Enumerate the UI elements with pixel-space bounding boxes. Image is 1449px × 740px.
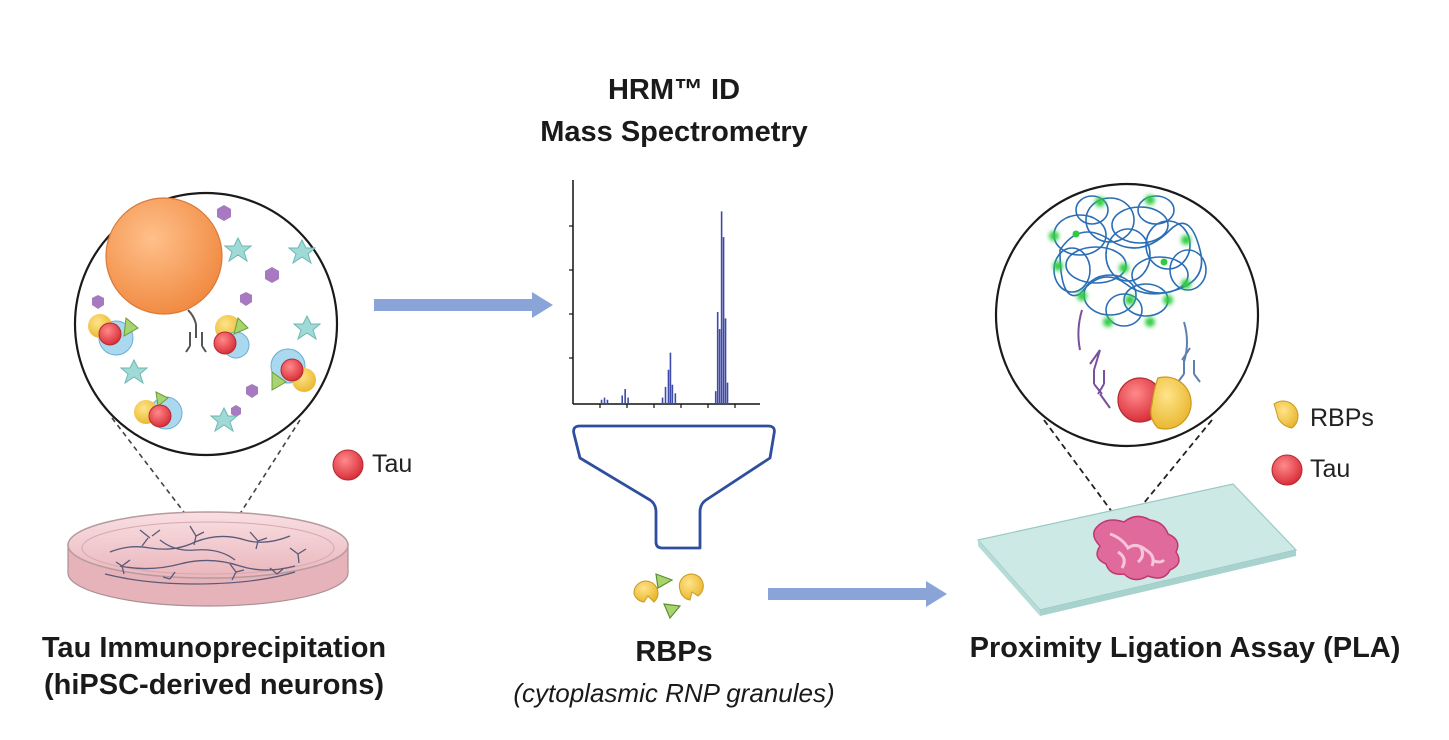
- rbps-subtitle: RBPs: [635, 636, 713, 668]
- hexagon-markers: [92, 205, 279, 417]
- zoom-line-left-right-panel: [1043, 419, 1119, 521]
- zoom-line-right: [235, 419, 301, 521]
- middle-title-line1: HRM™ ID: [607, 74, 741, 106]
- left-panel: [67, 191, 364, 607]
- arrow-1: [374, 292, 553, 318]
- middle-title-line2: Mass Spectrometry: [540, 116, 808, 148]
- middle-panel: [569, 180, 776, 620]
- bead-icon: [105, 197, 223, 315]
- spectrum-ticks: [569, 225, 736, 408]
- fluorescence-dots: [1049, 195, 1191, 327]
- neuron-icon: [104, 525, 307, 585]
- mass-spectrum-icon: [569, 180, 760, 408]
- spectrum-peaks: [600, 211, 729, 404]
- left-title-line1: Tau Immunoprecipitation: [41, 632, 387, 664]
- magnified-circle: [73, 191, 339, 457]
- right-panel: [976, 182, 1303, 616]
- rbps-legend-icon: [1273, 400, 1299, 429]
- petri-dish-icon: [67, 511, 349, 607]
- rbp-complex-icon: [1150, 376, 1192, 430]
- left-title-line2: (hiPSC-derived neurons): [44, 669, 384, 701]
- star-markers: [119, 236, 322, 433]
- rbp-cluster-icon: [633, 573, 704, 620]
- zoom-line-left: [111, 417, 191, 521]
- tau-rbp-complex-3: [270, 348, 316, 392]
- tau-rbp-complex-2: [213, 315, 250, 359]
- rbps-legend-label: RBPs: [1310, 404, 1374, 432]
- zoom-line-right-right-panel: [1129, 419, 1213, 521]
- tau-rbp-complex-1: [88, 314, 139, 356]
- tau-legend-icon-right: [1271, 454, 1303, 486]
- antibody-pair-icon: [1077, 309, 1201, 409]
- tau-rbp-complex-4: [134, 391, 183, 430]
- rbps-subtitle-note: (cytoplasmic RNP granules): [513, 678, 835, 708]
- right-title: Proximity Ligation Assay (PLA): [969, 632, 1401, 664]
- antibody-bead-icon: [185, 309, 207, 353]
- tau-legend-label: Tau: [372, 450, 413, 478]
- pla-magnified-circle: [994, 182, 1260, 448]
- funnel-icon: [572, 424, 776, 550]
- tau-legend-icon: [332, 449, 364, 481]
- tissue-slide-icon: [976, 483, 1298, 616]
- arrow-2: [768, 581, 947, 607]
- tau-legend-label-right: Tau: [1310, 455, 1351, 483]
